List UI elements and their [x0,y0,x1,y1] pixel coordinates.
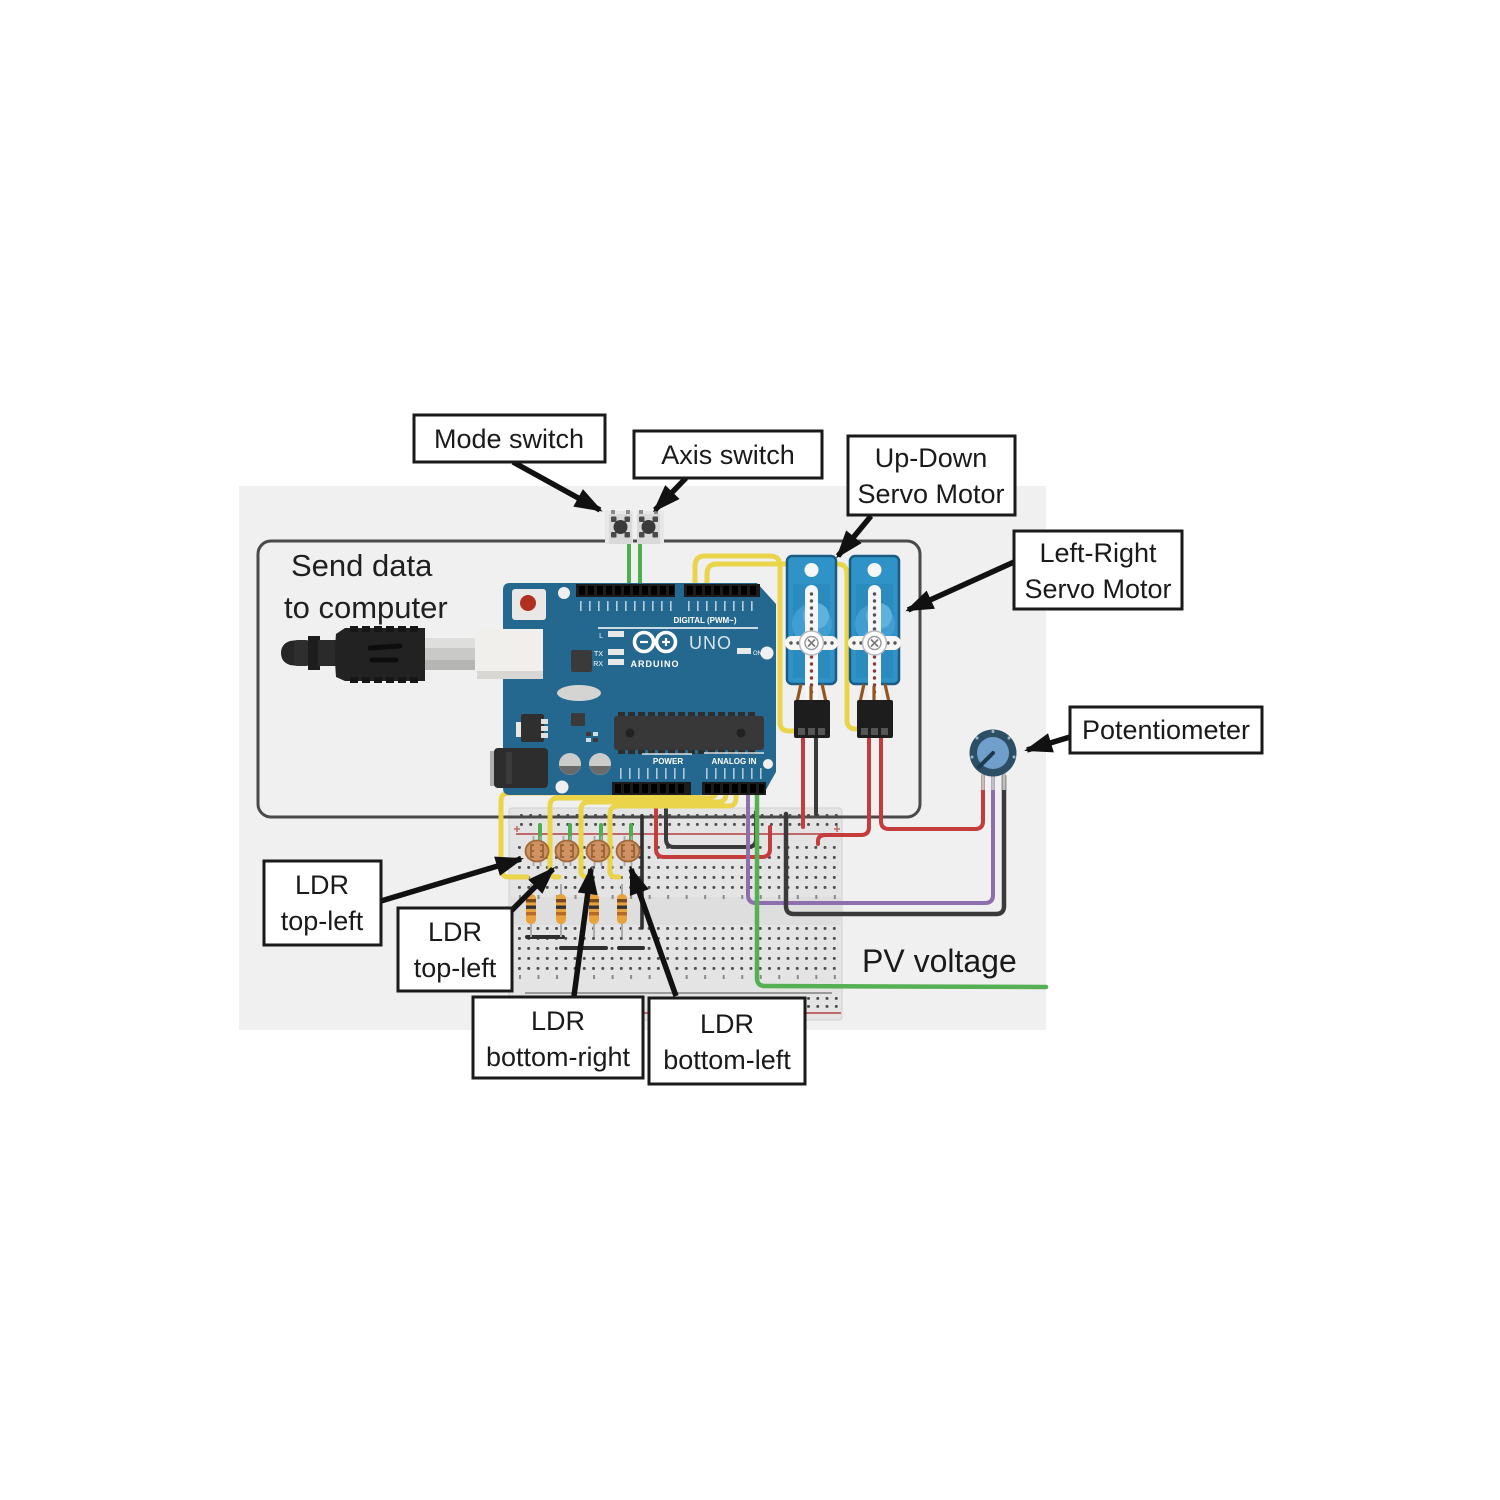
svg-text:RX: RX [593,661,603,668]
svg-text:LDR: LDR [295,870,349,900]
svg-text:L: L [599,633,603,640]
svg-text:LDR: LDR [428,917,482,947]
svg-text:Servo Motor: Servo Motor [1024,574,1171,604]
svg-text:Axis switch: Axis switch [661,440,795,470]
svg-text:Left-Right: Left-Right [1039,538,1157,568]
svg-text:ON: ON [753,651,762,657]
svg-text:top-left: top-left [414,953,497,983]
svg-text:ANALOG IN: ANALOG IN [712,757,757,766]
svg-text:bottom-right: bottom-right [486,1042,631,1072]
svg-text:LDR: LDR [700,1009,754,1039]
svg-text:Up-Down: Up-Down [875,443,988,473]
svg-text:Send data: Send data [291,548,433,583]
svg-text:LDR: LDR [531,1006,585,1036]
svg-text:Servo Motor: Servo Motor [857,479,1004,509]
svg-text:PV voltage: PV voltage [862,943,1017,979]
svg-text:DIGITAL (PWM~): DIGITAL (PWM~) [673,616,736,625]
svg-text:top-left: top-left [281,906,364,936]
svg-text:Mode switch: Mode switch [434,424,584,454]
svg-text:POWER: POWER [653,757,683,766]
svg-text:ARDUINO: ARDUINO [631,659,680,669]
svg-text:to computer: to computer [284,590,448,625]
svg-text:TX: TX [594,651,603,658]
svg-text:UNO: UNO [689,633,732,653]
svg-text:Potentiometer: Potentiometer [1082,715,1250,745]
svg-text:bottom-left: bottom-left [663,1045,791,1075]
